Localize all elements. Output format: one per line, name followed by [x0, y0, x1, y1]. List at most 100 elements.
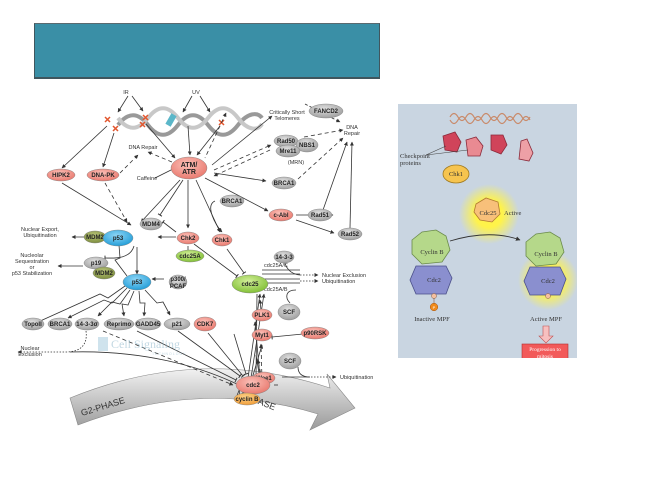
active-mpf-complex: Cyclin B Cdc2 Active MPF — [518, 231, 578, 323]
node-n1433s-label: 14-3-3σ — [76, 322, 97, 328]
node-gadd45: GADD45 — [134, 317, 162, 331]
node-plk1-label: PLK1 — [254, 313, 270, 319]
node-cdc25-shape — [231, 274, 269, 294]
checkpoint-proteins-icons — [442, 131, 534, 162]
mrn-label: (MRN) — [288, 160, 304, 166]
cdc25-label: Cdc25 — [480, 210, 497, 217]
activation-arrow — [449, 234, 521, 242]
node-p53-top: p53 — [102, 229, 134, 247]
node-mdm4: MDM4 — [139, 217, 163, 231]
node-cyclinb-label: cyclin B — [235, 397, 259, 403]
node-p300-label: p300/ — [170, 277, 186, 283]
node-brca1-top-shape — [271, 176, 297, 190]
cdc25ab-label: cdc25A/B — [264, 287, 288, 293]
cdc2-left-label: Cdc2 — [427, 277, 441, 284]
ubiquitination-right-label: Ubiquitination — [322, 279, 355, 285]
node-hipk2: HIPK2 — [46, 168, 76, 182]
node-rad52: Rad52 — [337, 227, 363, 241]
node-cabl-shape — [268, 208, 294, 222]
dna-repair-left-label: DNA Repair — [128, 145, 157, 151]
node-mre11-label: Mre11 — [279, 149, 297, 155]
node-myt1: Myt1 — [251, 328, 273, 342]
node-n1433-top-shape — [273, 250, 295, 264]
cdc25-active-label: Active — [504, 210, 521, 217]
cell-signaling-watermark: Cell Signaling TECHNOLOGY — [98, 337, 187, 356]
node-p90rsk-shape — [300, 326, 330, 340]
ir-label: IR — [123, 90, 129, 96]
node-cabl: c-Abl — [268, 208, 294, 222]
node-cdc25: cdc25 — [231, 274, 269, 294]
node-gadd45-label: GADD45 — [136, 322, 161, 328]
node-atm: ATM/ATR — [170, 156, 208, 180]
mpf-activation-panel: Checkpoint proteins Chk1 Cdc25 Active Cy… — [398, 104, 578, 364]
nuclear-export-label-2: Ubiquitination — [23, 233, 56, 239]
node-mdm2: MDM2 — [83, 230, 107, 244]
node-plk1-shape — [251, 308, 273, 322]
dna-helix-icon — [116, 106, 264, 137]
node-mre11: Mre11 — [275, 144, 301, 158]
node-p300-shape — [168, 274, 188, 290]
cell-cycle-phase-arrow: G2-PHASE M-PHASE — [69, 368, 356, 431]
ubiquitination-bottom-label: Ubiquitination — [340, 375, 373, 381]
node-p90rsk: p90RSK — [300, 326, 330, 340]
node-p300-label-2: PCAF — [170, 284, 187, 290]
node-fancd2-label: FANCD2 — [314, 109, 339, 115]
node-p19arf-label: p19 — [91, 261, 102, 267]
node-mdm2-b: MDM2 — [92, 266, 116, 280]
node-scf-top: SCF — [277, 303, 301, 321]
dna-damage-markers — [104, 114, 225, 132]
pathway-labels: IR UV Critically Short Telomeres DNA Rep… — [12, 90, 374, 381]
node-scf-bottom: SCF — [278, 352, 302, 370]
node-p21-shape — [163, 317, 191, 331]
cyclin-b-left-label: Cyclin B — [420, 249, 444, 256]
node-cdc2-label: cdc2 — [246, 383, 260, 389]
slide-title-box — [34, 23, 380, 79]
node-p53-top-label: p53 — [113, 236, 124, 242]
node-cdc25-label: cdc25 — [241, 282, 259, 288]
checkpoint-proteins-label-2: proteins — [400, 160, 421, 167]
node-fancd2-shape — [308, 103, 344, 119]
chk1-label: Chk1 — [449, 171, 463, 178]
node-hipk2-shape — [46, 168, 76, 182]
node-dnapk-label: DNA-PK — [91, 173, 115, 179]
node-p90rsk-label: p90RSK — [303, 331, 327, 337]
node-reprimo: Reprimo — [103, 317, 135, 331]
progression-to-mitosis-box: Progression to mitosis — [521, 343, 569, 364]
node-mre11-shape — [275, 144, 301, 158]
node-chk2-label: Chk2 — [181, 236, 196, 242]
telomeres-label-2: Telomeres — [274, 116, 300, 122]
node-p21: p21 — [163, 317, 191, 331]
node-mdm2-label: MDM2 — [86, 235, 104, 241]
node-hipk2-label: HIPK2 — [52, 173, 70, 179]
node-topoii-label: TopoII — [24, 322, 42, 328]
cdc2-right-label: Cdc2 — [541, 278, 555, 285]
phosphate-label: P — [433, 305, 436, 310]
node-mdm4-label: MDM4 — [142, 222, 160, 228]
node-cyclinb: cyclin B — [233, 392, 261, 406]
node-p53-bottom-shape — [122, 273, 152, 291]
node-chk2-shape — [176, 231, 200, 245]
node-rad51-label: Rad51 — [311, 213, 330, 219]
node-mdm4-shape — [139, 217, 163, 231]
node-mdm2-b-label: MDM2 — [95, 271, 113, 277]
nuclear-exclusion-right-label: Nuclear Exclusion — [322, 273, 366, 279]
node-brca1-bottom-shape — [47, 317, 73, 331]
watermark-subtext: TECHNOLOGY — [152, 352, 187, 356]
nucleolar-label-3: or — [30, 265, 35, 271]
nucleolar-label: Nucleolar — [20, 253, 43, 259]
node-p53-top-shape — [102, 229, 134, 247]
node-nbs1-label: NBS1 — [299, 143, 316, 149]
node-fancd2: FANCD2 — [308, 103, 344, 119]
checkpoint-proteins-label: Checkpoint — [400, 153, 430, 160]
node-cdc25a: cdc25A — [175, 249, 205, 263]
node-cdk7-label: CDK7 — [197, 322, 214, 328]
node-chk2: Chk2 — [176, 231, 200, 245]
node-cdk7: CDK7 — [193, 316, 217, 332]
cdc25-active-protein: Cdc25 Active — [459, 184, 521, 244]
cyclin-b-right-label: Cyclin B — [534, 251, 558, 258]
node-brca1-bottom-label: BRCA1 — [50, 322, 71, 328]
dna-repair-right-label-2: Repair — [344, 131, 360, 137]
watermark-text: Cell Signaling — [111, 337, 180, 351]
node-cyclinb-shape — [233, 392, 261, 406]
node-scf-bottom-label: SCF — [284, 359, 296, 365]
